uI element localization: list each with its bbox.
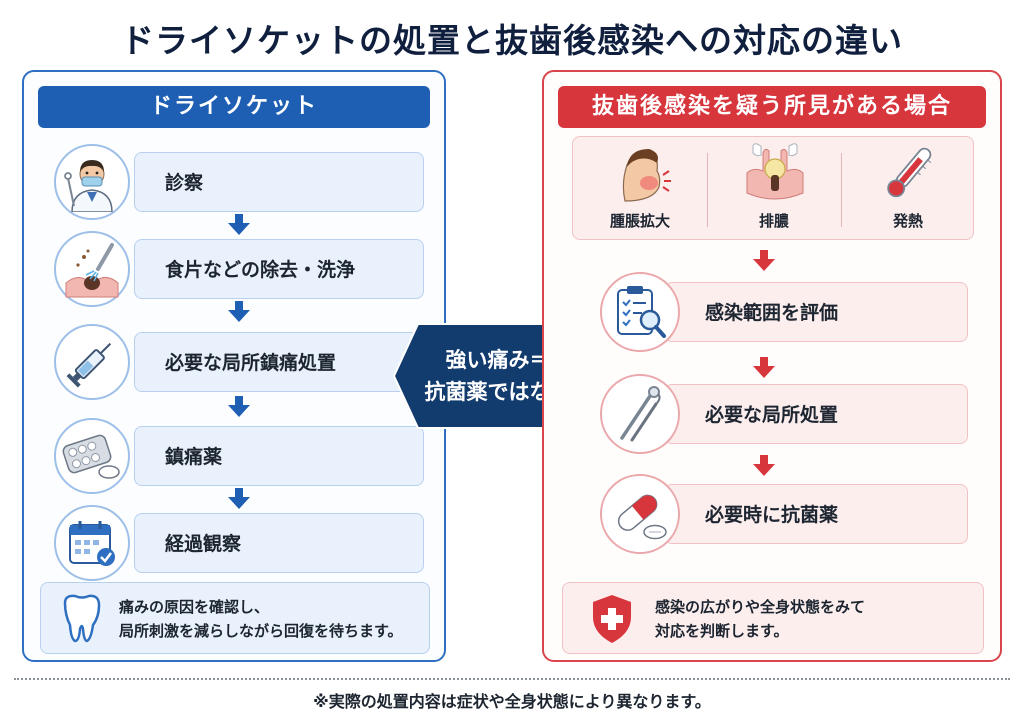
swollen-face-icon	[622, 149, 671, 202]
center-line-1: 強い痛み＝	[445, 348, 551, 372]
arrow-down-icon	[228, 488, 250, 509]
step-evaluate-infection-label: 感染範囲を評価	[705, 302, 839, 324]
dentist-icon	[54, 144, 130, 220]
step-exam-label: 診察	[165, 172, 204, 194]
note-line: 痛みの原因を確認し、	[119, 598, 270, 616]
infection-note-text: 感染の広がりや全身状態をみて 対応を判断します。	[655, 595, 865, 643]
step-evaluate-infection: 感染範囲を評価	[664, 282, 968, 342]
infection-header: 抜歯後感染を疑う所見がある場合	[558, 86, 986, 128]
arrow-down-icon	[228, 301, 250, 322]
arrow-down-icon	[753, 250, 775, 271]
sign-pus-label: 排膿	[758, 212, 789, 230]
dry-socket-note: 痛みの原因を確認し、 局所刺激を減らしながら回復を待ちます。	[40, 582, 430, 654]
divider	[841, 153, 842, 227]
calendar-icon	[54, 505, 130, 581]
pill-pack-icon	[54, 418, 130, 494]
step-antibiotics-label: 必要時に抗菌薬	[705, 504, 839, 526]
step-exam: 診察	[134, 152, 424, 212]
thermometer-icon	[887, 147, 932, 198]
step-cleaning-label: 食片などの除去・洗浄	[165, 259, 356, 281]
infection-signs: 腫脹拡大 排膿 発熱	[572, 136, 974, 240]
capsule-icon	[600, 474, 680, 554]
infection-panel: 抜歯後感染を疑う所見がある場合 腫脹拡大 排膿	[542, 70, 1002, 662]
note-line: 局所刺激を減らしながら回復を待ちます。	[119, 622, 403, 640]
footer-note: ※実際の処置内容は症状や全身状態により異なります。	[313, 692, 711, 711]
sign-pus: 排膿	[707, 137, 841, 241]
page-title: ドライソケットの処置と抜歯後感染への対応の違い	[121, 21, 903, 60]
step-observation: 経過観察	[134, 513, 424, 573]
shield-cross-icon	[593, 595, 631, 643]
footer-divider	[14, 678, 1010, 680]
arrow-down-icon	[753, 357, 775, 378]
dry-socket-header: ドライソケット	[38, 86, 430, 128]
step-local-treatment-label: 必要な局所処置	[705, 404, 839, 426]
step-observation-label: 経過観察	[165, 533, 242, 555]
sign-swelling-label: 腫脹拡大	[609, 212, 670, 230]
step-local-analgesia: 必要な局所鎮痛処置	[134, 332, 424, 392]
tooth-icon	[63, 594, 101, 643]
step-cleaning: 食片などの除去・洗浄	[134, 239, 424, 299]
sign-fever-label: 発熱	[892, 212, 923, 230]
pus-icon	[746, 143, 804, 200]
infection-note: 感染の広がりや全身状態をみて 対応を判断します。	[562, 582, 984, 654]
dry-socket-note-text: 痛みの原因を確認し、 局所刺激を減らしながら回復を待ちます。	[119, 595, 403, 643]
arrow-down-icon	[228, 214, 250, 235]
clipboard-magnifier-icon	[600, 272, 680, 352]
step-antibiotics: 必要時に抗菌薬	[664, 484, 968, 544]
arrow-down-icon	[753, 455, 775, 476]
step-local-treatment: 必要な局所処置	[664, 384, 968, 444]
dry-socket-panel: ドライソケット 診察 食片などの除去・洗浄 必要な局所鎮痛処置	[22, 70, 446, 662]
step-painkiller-label: 鎮痛薬	[165, 446, 223, 468]
step-local-analgesia-label: 必要な局所鎮痛処置	[165, 352, 337, 374]
dental-tools-icon	[600, 374, 680, 454]
step-painkiller: 鎮痛薬	[134, 426, 424, 486]
divider	[707, 153, 708, 227]
syringe-icon	[54, 324, 130, 400]
arrow-down-icon	[228, 396, 250, 417]
note-line: 対応を判断します。	[655, 622, 789, 640]
sign-fever: 発熱	[841, 137, 975, 241]
sign-swelling: 腫脹拡大	[573, 137, 707, 241]
note-line: 感染の広がりや全身状態をみて	[655, 598, 866, 616]
irrigation-icon	[54, 231, 130, 307]
